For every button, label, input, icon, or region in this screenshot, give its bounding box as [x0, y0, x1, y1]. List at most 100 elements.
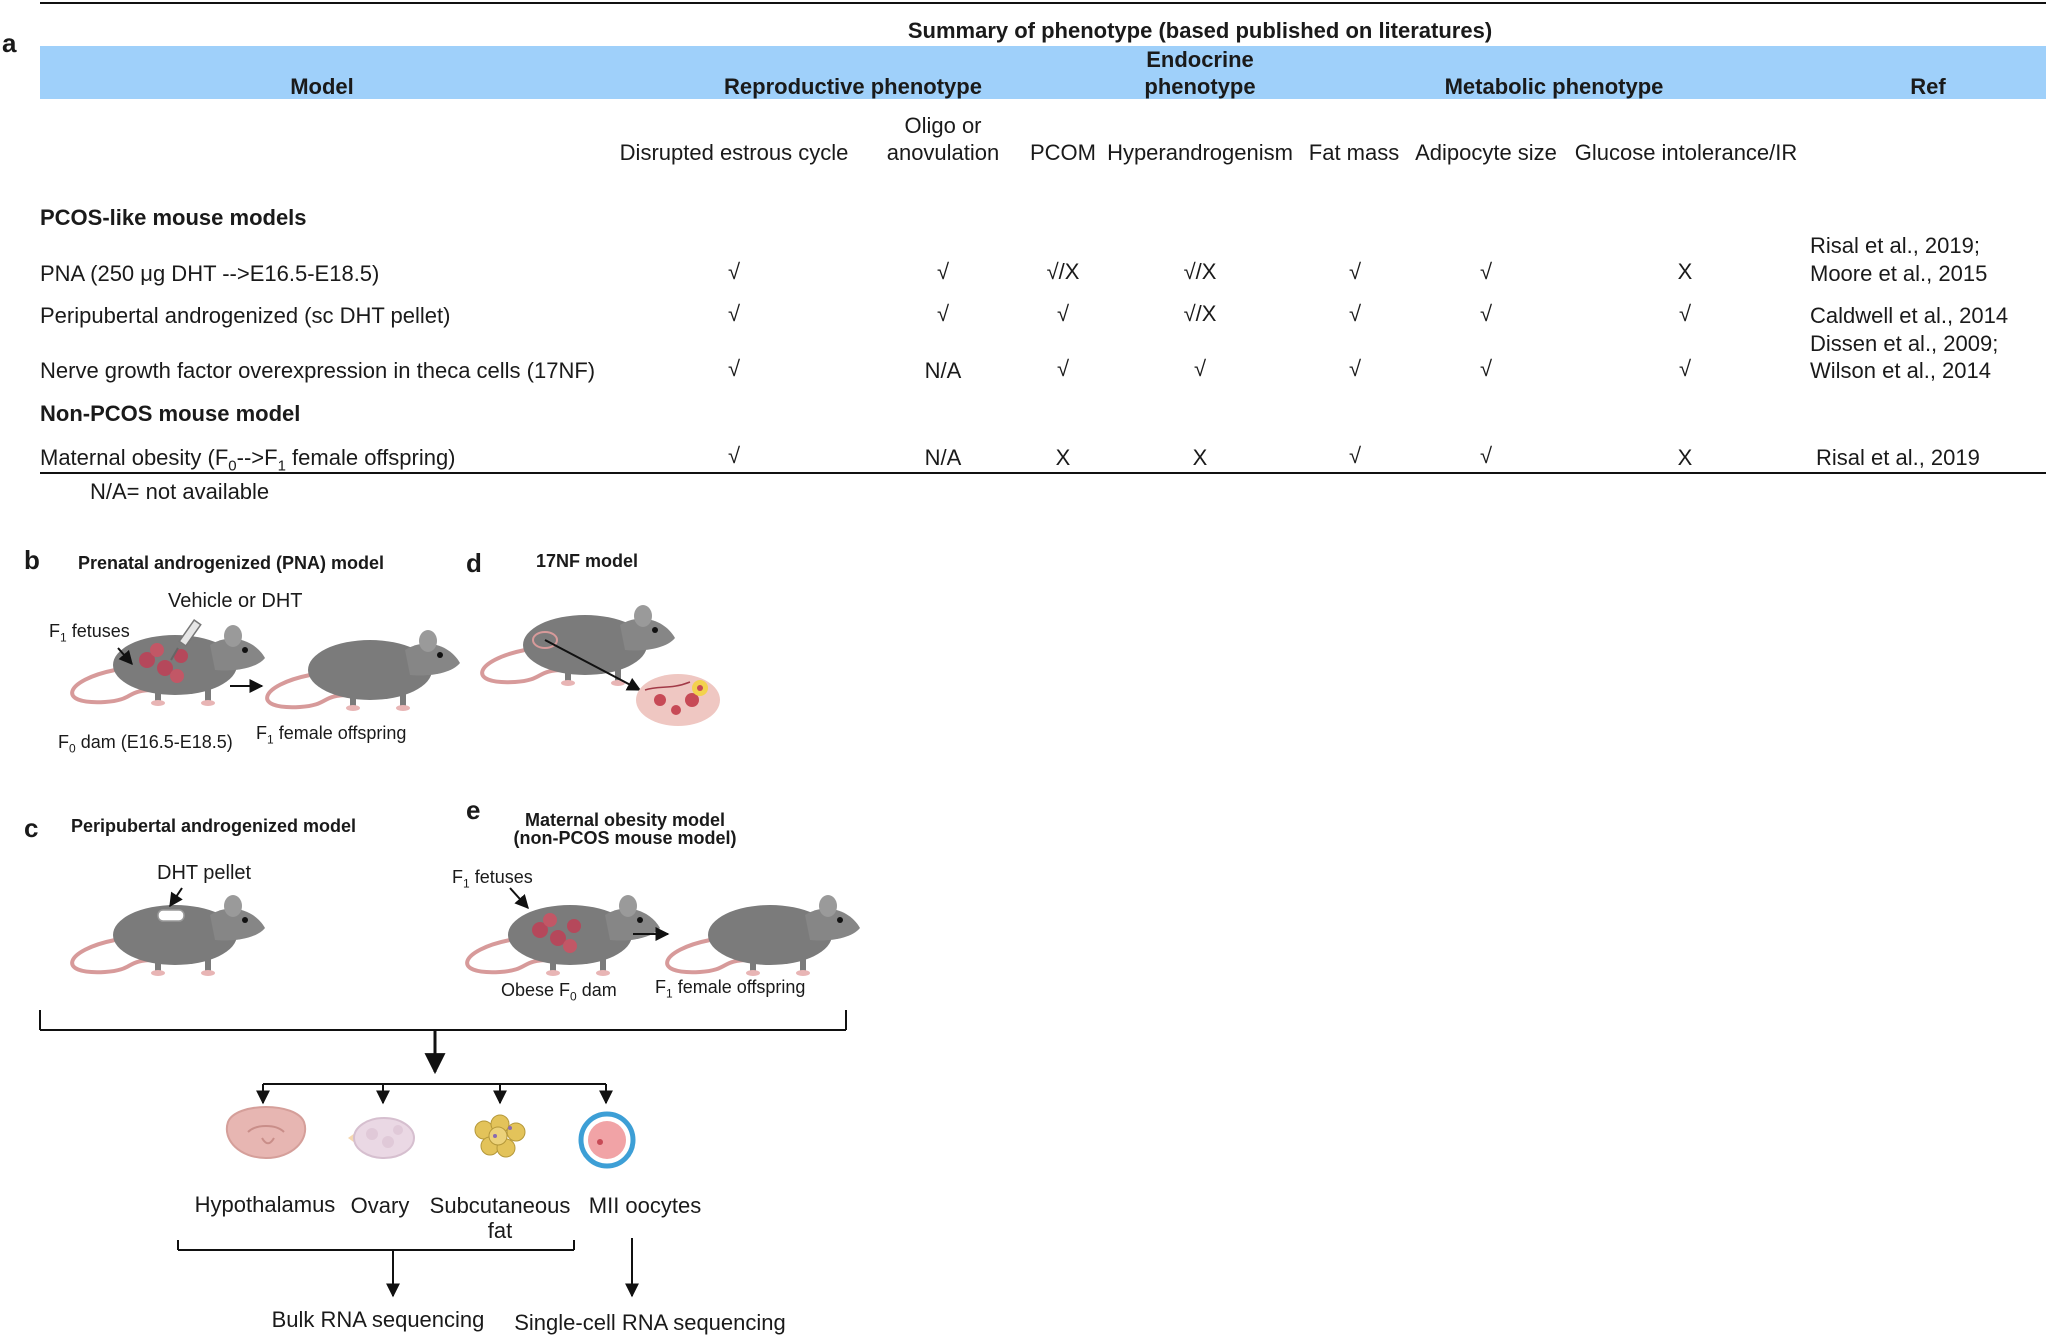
row-17nf-pcom: √ [1056, 356, 1070, 381]
subheader-glucose: Glucose intolerance/IR [1574, 140, 1798, 165]
panel-e-dam-suffix: dam [576, 980, 617, 1000]
panel-b-vehicle-label: Vehicle or DHT [168, 590, 303, 612]
row-peripubertal-ref: Caldwell et al., 2014 [1810, 303, 2009, 328]
tissue-fat-label-line2: fat [487, 1218, 513, 1243]
panel-e-dam-prefix: Obese F [501, 980, 571, 1000]
mii-oocyte-icon [578, 1111, 636, 1169]
row-pna-oligo: √ [936, 259, 950, 284]
table-top-rule [40, 2, 2046, 4]
subheader-estrous: Disrupted estrous cycle [619, 140, 849, 165]
tissue-oocytes-label: MII oocytes [588, 1193, 702, 1218]
row-peripubertal-model: Peripubertal androgenized (sc DHT pellet… [40, 303, 451, 328]
table-bottom-rule [40, 472, 2046, 474]
panel-b-fetuses-sub: 1 [60, 630, 67, 645]
panel-letter-e: e [466, 795, 481, 825]
row-maternal-estrous: √ [727, 443, 741, 468]
tissue-fat-label-line1: Subcutaneous [429, 1193, 571, 1218]
tissue-hypothalamus-label: Hypothalamus [194, 1192, 336, 1217]
panel-letter-c: c [24, 813, 39, 843]
row-pna-pcom: √/X [1046, 259, 1080, 284]
subheader-pcom: PCOM [1030, 140, 1096, 165]
syringe-icon [170, 619, 202, 661]
panel-c-title: Peripubertal androgenized model [71, 816, 357, 836]
row-17nf-estrous: √ [727, 356, 741, 381]
row-pna-ref-line2: Moore et al., 2015 [1810, 261, 1988, 286]
fetus-pointer-arrow-e [509, 887, 529, 910]
pellet-pointer-arrow [169, 887, 183, 908]
panel-letter-b: b [24, 545, 40, 575]
row-peripubertal-pcom: √ [1056, 301, 1070, 326]
row-17nf-ref-line1: Dissen et al., 2009; [1810, 331, 1999, 356]
row-peripubertal-oligo: √ [936, 301, 950, 326]
panel-e-offspring-prefix: F [655, 977, 666, 997]
row-pna-fat: √ [1348, 259, 1362, 284]
row-17nf-adipocyte: √ [1479, 356, 1493, 381]
row-peripubertal-estrous: √ [727, 301, 741, 326]
row-peripubertal-glucose: √ [1678, 301, 1692, 326]
panel-c-mouse [70, 893, 267, 978]
panel-e-offspring-label: F1 female offspring [655, 977, 805, 1001]
dht-pellet-icon [157, 909, 185, 922]
panel-d-title: 17NF model [536, 551, 639, 571]
panel-e-offspring-sub: 1 [666, 986, 673, 1001]
panel-b-offspring-sub: 1 [267, 732, 274, 747]
theca-marker [532, 631, 558, 649]
panel-b-title: Prenatal androgenized (PNA) model [78, 553, 385, 573]
row-pna-ref-line1: Risal et al., 2019; [1810, 233, 1980, 258]
row-maternal-adipocyte: √ [1479, 443, 1493, 468]
header-band [40, 46, 2046, 99]
subheader-fat-mass: Fat mass [1308, 140, 1400, 165]
panel-b-offspring-suffix: female offspring [273, 723, 407, 743]
panel-d-17nf-mouse [480, 603, 677, 688]
panel-c-pellet-label: DHT pellet [157, 862, 252, 884]
collection-bracket [39, 1010, 847, 1031]
panel-e-obese-dam-mouse [465, 893, 662, 978]
row-peripubertal-hyper: √/X [1183, 301, 1217, 326]
tissue-branch [256, 1083, 613, 1105]
summary-title: Summary of phenotype (based published on… [907, 18, 1493, 43]
tissue-ovary-label: Ovary [350, 1193, 410, 1218]
row-maternal-pcom: X [1055, 445, 1071, 470]
panel-b-dam-sub: 0 [69, 741, 76, 756]
panel-e-offspring-suffix: female offspring [672, 977, 806, 997]
subheader-oligo-line1: Oligo or [904, 113, 982, 138]
panel-d-arrow [544, 639, 642, 691]
panel-b-dam-label: F0 dam (E16.5-E18.5) [58, 732, 233, 756]
row-pna-model: PNA (250 μg DHT -->E16.5-E18.5) [40, 261, 380, 286]
header-model: Model [290, 74, 354, 99]
subheader-oligo-line2: anovulation [886, 140, 1000, 165]
panel-b-fetuses-label: F1 fetuses [49, 621, 130, 645]
row-maternal-obesity-model-mid: -->F [236, 445, 278, 470]
panel-e-fetuses-label: F1 fetuses [452, 867, 533, 891]
panel-b-offspring-prefix: F [256, 723, 267, 743]
panel-b-fetuses-prefix: F [49, 621, 60, 641]
panel-e-title-line2: (non-PCOS mouse model) [513, 828, 737, 848]
panel-letter-a: a [2, 28, 17, 58]
row-17nf-model: Nerve growth factor overexpression in th… [40, 358, 596, 383]
row-maternal-obesity-model: Maternal obesity (F0-->F1 female offspri… [40, 445, 456, 475]
header-endocrine-line2: phenotype [1144, 74, 1256, 99]
panel-e-offspring-mouse [665, 893, 862, 978]
fetus-pointer-arrow [117, 647, 133, 666]
panel-e-title-line1: Maternal obesity model [524, 810, 726, 830]
subheader-hyperandrogenism: Hyperandrogenism [1107, 140, 1293, 165]
header-reproductive: Reproductive phenotype [724, 74, 982, 99]
panel-b-offspring-mouse [265, 628, 462, 713]
bulk-rna-seq-label: Bulk RNA sequencing [271, 1307, 485, 1332]
row-17nf-ref-line2: Wilson et al., 2014 [1810, 358, 1991, 383]
header-ref: Ref [1910, 74, 1946, 99]
row-17nf-oligo: N/A [924, 358, 962, 383]
header-endocrine-line1: Endocrine [1146, 47, 1254, 72]
ovary-icon [348, 1117, 415, 1159]
panel-b-fetuses-suffix: fetuses [66, 621, 130, 641]
row-pna-hyper: √/X [1183, 259, 1217, 284]
hypothalamus-icon [225, 1106, 307, 1160]
panel-e-fetuses-prefix: F [452, 867, 463, 887]
panel-letter-d: d [466, 548, 482, 578]
table-footnote: N/A= not available [90, 479, 270, 504]
subcutaneous-fat-icon [474, 1114, 526, 1158]
row-maternal-oligo: N/A [924, 445, 962, 470]
row-maternal-glucose: X [1677, 445, 1693, 470]
